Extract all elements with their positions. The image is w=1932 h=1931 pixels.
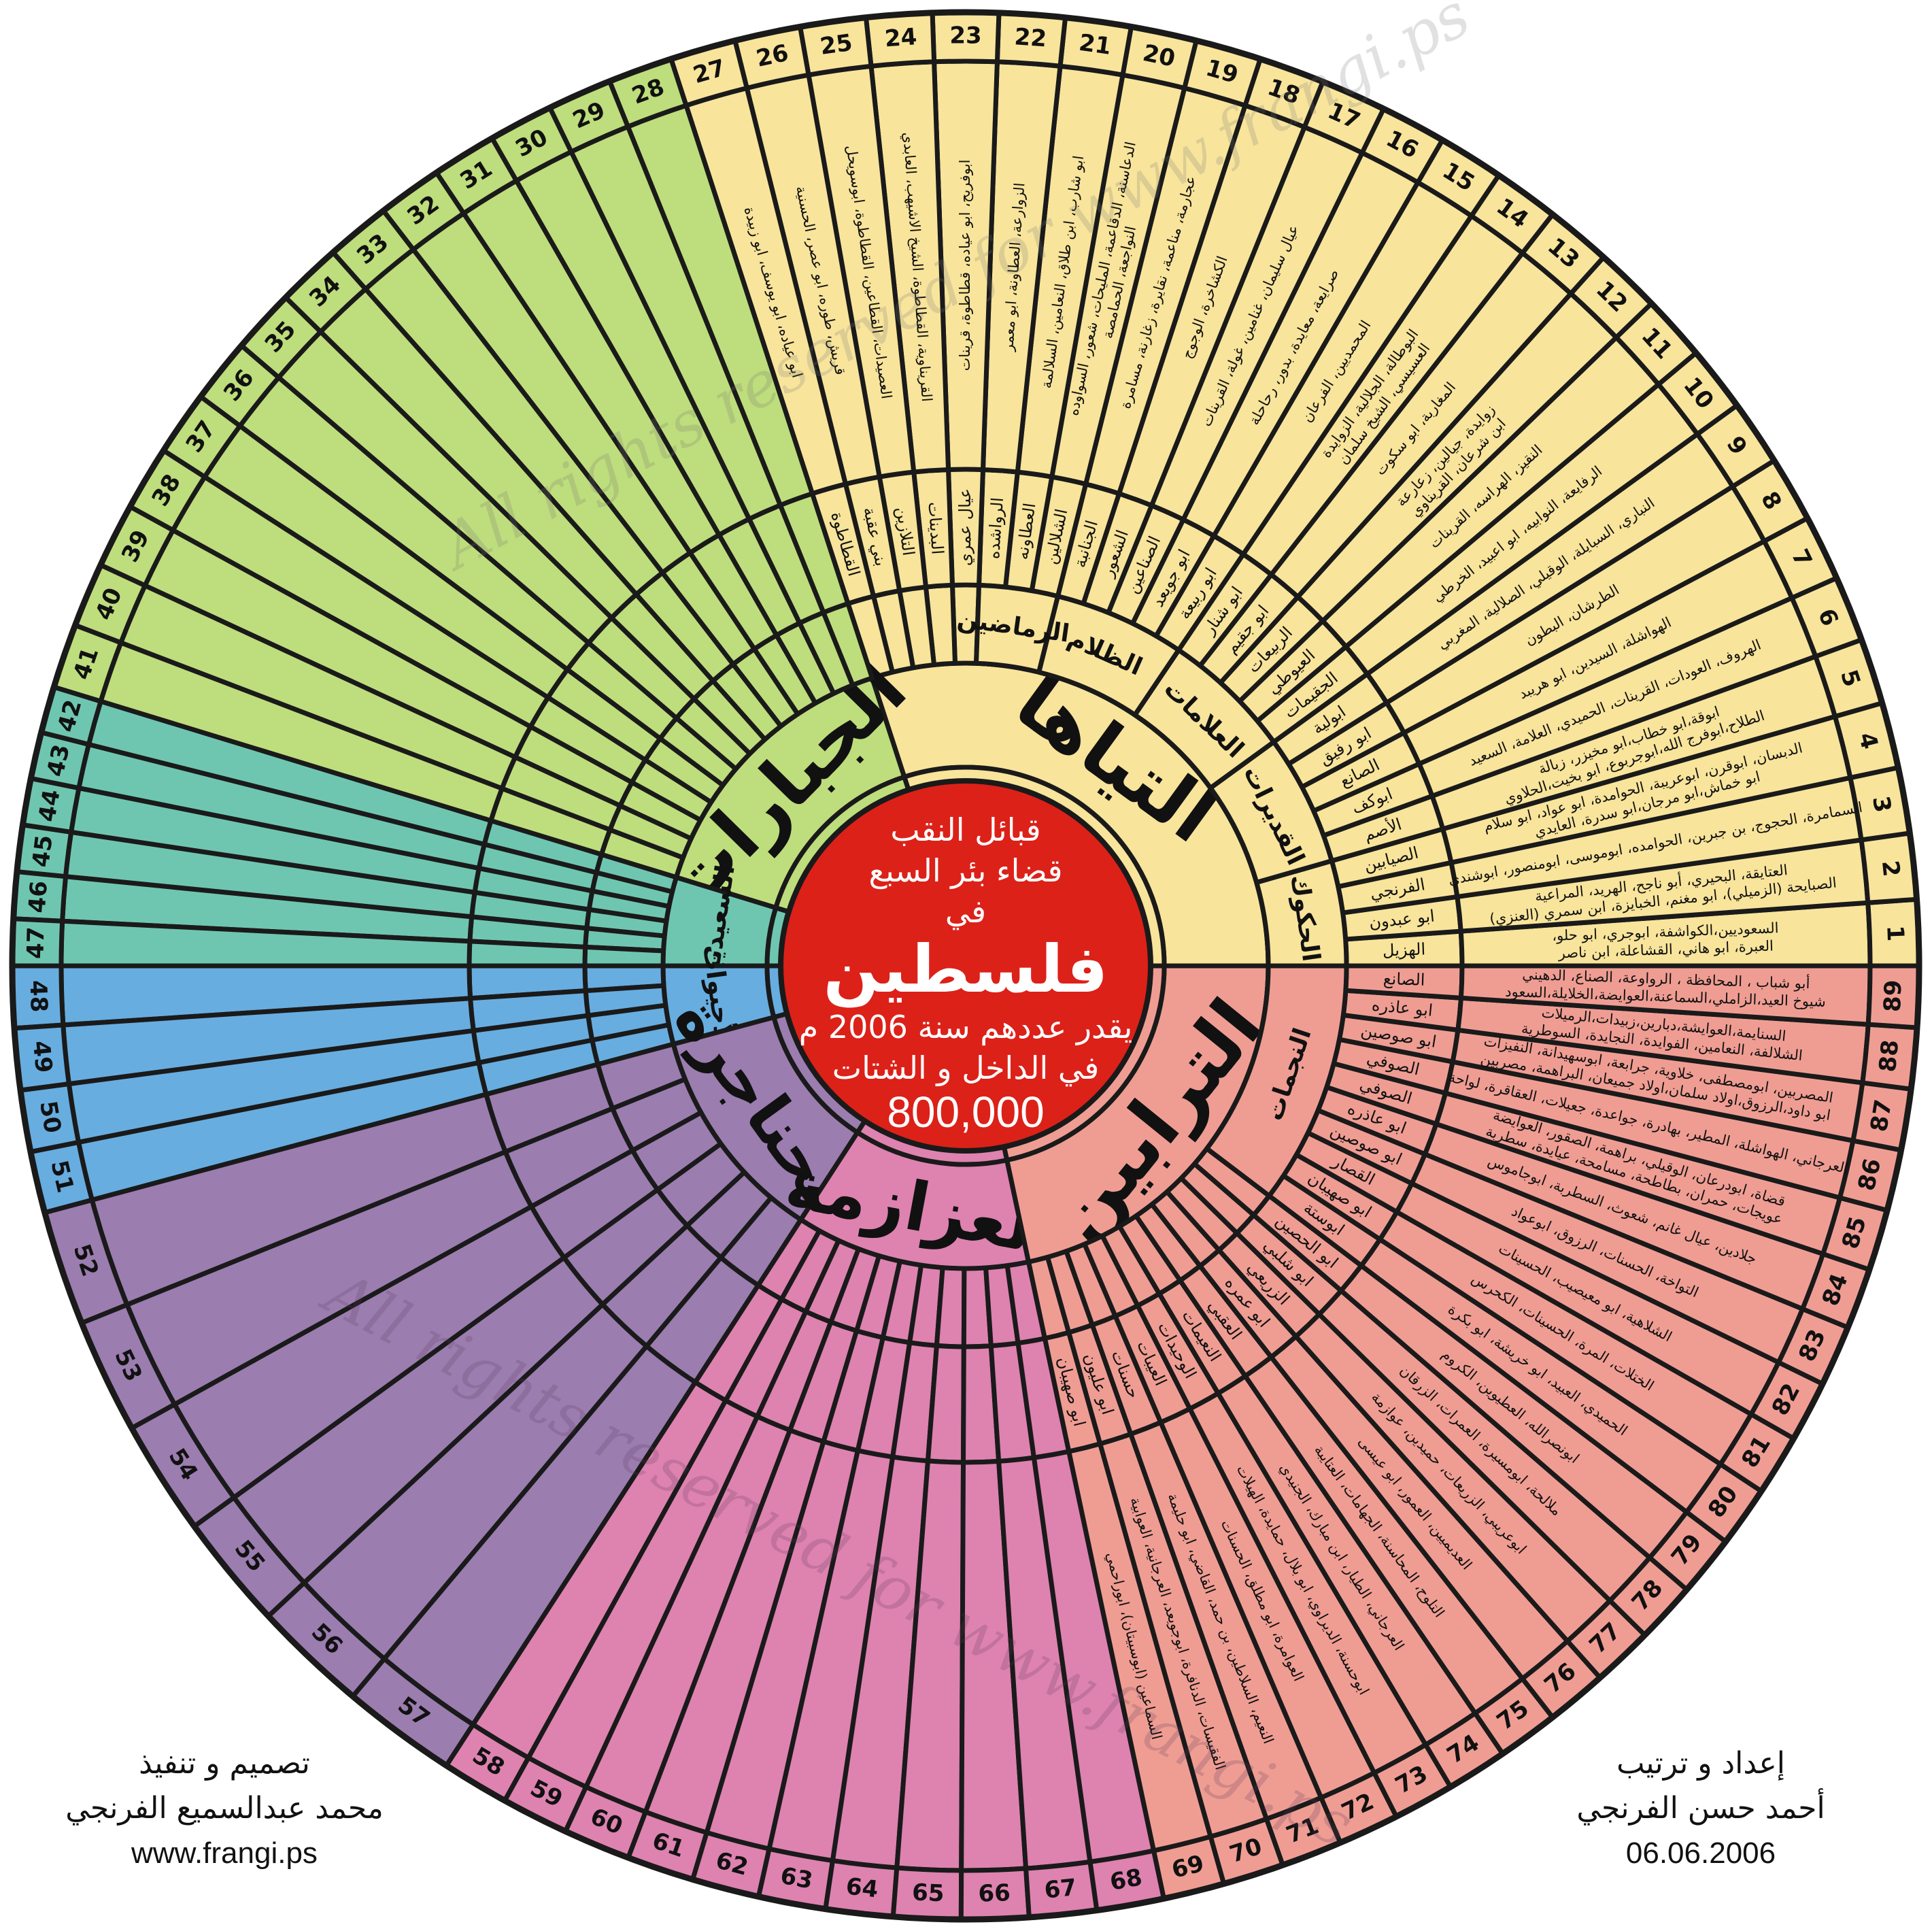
sector-number: 65 [911, 1879, 945, 1907]
title-palestine: فلسطين [823, 931, 1108, 1007]
clan-cell [925, 1343, 966, 1465]
subgroup-cell [934, 1265, 967, 1349]
sector-number: 46 [24, 880, 53, 914]
clan-name: عيال عمري [955, 488, 975, 566]
sector-number: 25 [818, 29, 853, 61]
tribe-sector[interactable]: 53 [79, 1077, 704, 1431]
center-circle [778, 778, 1153, 1154]
sector-number: 26 [753, 39, 791, 73]
clan-name: الصانع [1383, 969, 1425, 990]
center-title-block: قبائل النقب قضاء بئر السبع في فلسطين يقد… [782, 809, 1149, 1136]
clan-cell [467, 939, 588, 969]
sector-number: 63 [778, 1862, 815, 1895]
sector-number: 20 [1140, 39, 1178, 73]
tribe-sector[interactable]: 39 [98, 504, 703, 841]
sector-number: 89 [1879, 979, 1908, 1013]
clan-name: البدينات [924, 501, 947, 555]
sector-number: 45 [27, 833, 58, 869]
sector-number: 64 [845, 1873, 879, 1903]
sector-number: 67 [1043, 1874, 1078, 1904]
title-line-2: قضاء بئر السبع [868, 852, 1063, 889]
title-line-1: قبائل النقب [890, 811, 1041, 848]
clan-name: الهزيل [1383, 939, 1426, 960]
tribe-sector[interactable]: 55 [192, 1141, 747, 1619]
design-credit-label: تصميم و تنفيذ [139, 1746, 310, 1781]
sector-number: 66 [978, 1879, 1011, 1907]
tribe-sector[interactable]: 33 [331, 208, 783, 742]
subgroup-segment [974, 582, 1060, 675]
clan-name: الرواشده [984, 497, 1007, 559]
tribe-sector[interactable]: 59 [502, 1228, 841, 1834]
sector-number: 87 [1865, 1098, 1897, 1134]
tribe-sector[interactable]: 52 [42, 1041, 688, 1326]
tribe-sector[interactable]: 34 [283, 250, 768, 756]
tribe-sector[interactable]: 54 [129, 1110, 724, 1529]
sector-number: 22 [1013, 23, 1047, 52]
sector-number: 88 [1874, 1039, 1904, 1073]
subgroup-segment [1204, 963, 1349, 1198]
tribe-sector[interactable]: 67 [983, 1263, 1100, 1920]
sector-number: 68 [1108, 1864, 1145, 1896]
tribe-sector[interactable]: 50 [18, 1003, 672, 1155]
population-caption-2: في الداخل و الشتات [832, 1050, 1100, 1086]
tribe-sector[interactable]: 61 [626, 1246, 882, 1882]
publish-date: 06.06.2006 [1625, 1836, 1776, 1870]
population-value: 800,000 [887, 1088, 1045, 1137]
author-credit: إعداد و ترتيب أحمد حسن الفرنجي 06.06.200… [1531, 1741, 1871, 1876]
tribe-sector[interactable]: 57 [350, 1195, 804, 1768]
sector-number: 48 [24, 979, 52, 1013]
sector-number: 49 [27, 1039, 57, 1074]
tribe-sector[interactable]: 29 [547, 78, 855, 696]
design-credit: تصميم و تنفيذ محمد عبدالسميع الفرنجي www… [48, 1741, 401, 1876]
sector-number: 2 [1876, 859, 1905, 878]
population-caption-1: يقدر عددهم سنة 2006 م [798, 1009, 1133, 1045]
sector-number: 24 [884, 23, 918, 52]
sector-number: 44 [33, 788, 66, 824]
tribe-sector[interactable]: 62 [690, 1253, 902, 1900]
sector-number: 1 [1881, 925, 1909, 942]
sector-number: 21 [1077, 29, 1113, 61]
sector-number: 50 [34, 1099, 66, 1135]
designer-name: محمد عبدالسميع الفرنجي [65, 1791, 384, 1826]
families-text: ابوفريح، ابو عياده، قطاطوة، قرينات [957, 160, 973, 371]
tribe-sector[interactable]: 35 [239, 295, 753, 772]
outer-border [9, 9, 1922, 1923]
sector-number: 47 [22, 926, 50, 959]
subgroup-cell [582, 944, 666, 969]
tribe-sector[interactable]: 38 [127, 448, 714, 823]
tribe-sector[interactable]: 58 [443, 1217, 822, 1803]
tribe-sector[interactable]: 31 [434, 135, 818, 717]
author-credit-label: إعداد و ترتيب [1616, 1746, 1785, 1781]
title-line-3: في [945, 893, 987, 930]
author-name: أحمد حسن الفرنجي [1576, 1791, 1825, 1826]
tribe-sector[interactable]: 32 [381, 170, 800, 729]
sector-number: 23 [949, 22, 981, 50]
website-link[interactable]: www.frangi.ps [131, 1836, 318, 1870]
